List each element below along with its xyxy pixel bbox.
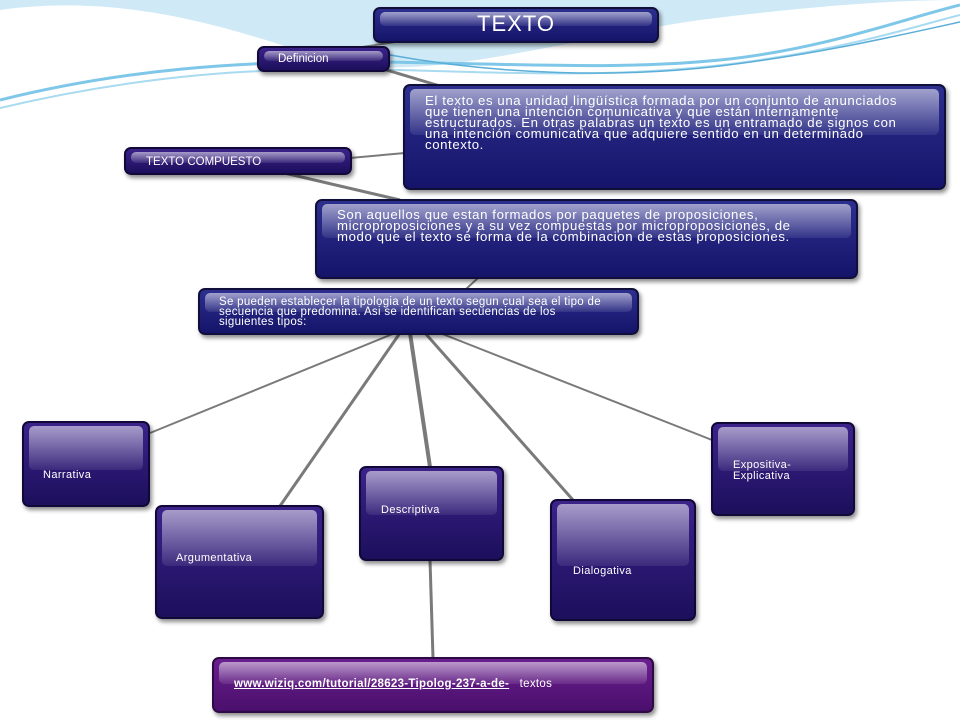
dialogativa-node: Dialogativa — [550, 499, 696, 621]
compuesto-text: Son aquellos que estan formados por paqu… — [337, 207, 791, 244]
link-node: www.wiziq.com/tutorial/28623-Tipolog-237… — [212, 657, 654, 713]
descriptiva-label: Descriptiva — [381, 504, 440, 516]
definicion-text-node: El texto es una unidad lingüística forma… — [403, 84, 946, 190]
definicion-label: Definicion — [278, 53, 329, 65]
tipologia-text: Se pueden establecer la tipologia de un … — [219, 296, 601, 328]
compuesto-text-node: Son aquellos que estan formados por paqu… — [315, 199, 858, 279]
page-title: TEXTO — [477, 11, 555, 36]
narrativa-label: Narrativa — [43, 469, 92, 481]
tipologia-node: Se pueden establecer la tipologia de un … — [198, 288, 639, 335]
tutorial-link[interactable]: www.wiziq.com/tutorial/28623-Tipolog-237… — [234, 678, 510, 690]
title-node: TEXTO — [373, 7, 659, 43]
connector-enlace — [428, 559, 435, 659]
argumentativa-node: Argumentativa — [155, 505, 324, 619]
connector-descriptiva — [408, 332, 432, 468]
connector-compuesto-definicion — [349, 152, 406, 159]
descriptiva-node: Descriptiva — [359, 466, 504, 561]
top-swoosh-band — [0, 3, 960, 102]
top-swoosh-band-3 — [389, 21, 960, 74]
connector-expositiva — [439, 332, 713, 441]
expositiva-node: Expositiva- Explicativa — [711, 422, 855, 516]
connector-dialogativa — [423, 332, 575, 501]
top-swoosh-band-2 — [0, 14, 960, 109]
dialogativa-label: Dialogativa — [573, 565, 632, 577]
texto-compuesto-label: TEXTO COMPUESTO — [146, 156, 262, 168]
definicion-node: Definicion — [257, 46, 390, 72]
expositiva-label: Expositiva- Explicativa — [733, 459, 792, 482]
connector-compuesto-texto — [279, 170, 401, 202]
narrativa-node: Narrativa — [22, 421, 150, 507]
definicion-text: El texto es una unidad lingüística forma… — [425, 93, 898, 152]
connector-definicion-texto — [379, 66, 441, 88]
link-suffix: textos — [519, 678, 553, 690]
texto-compuesto-node: TEXTO COMPUESTO — [124, 147, 352, 175]
connector-lines — [149, 41, 713, 659]
argumentativa-label: Argumentativa — [176, 552, 253, 564]
connector-narrativa — [149, 332, 396, 434]
connector-argumentativa — [278, 332, 402, 507]
